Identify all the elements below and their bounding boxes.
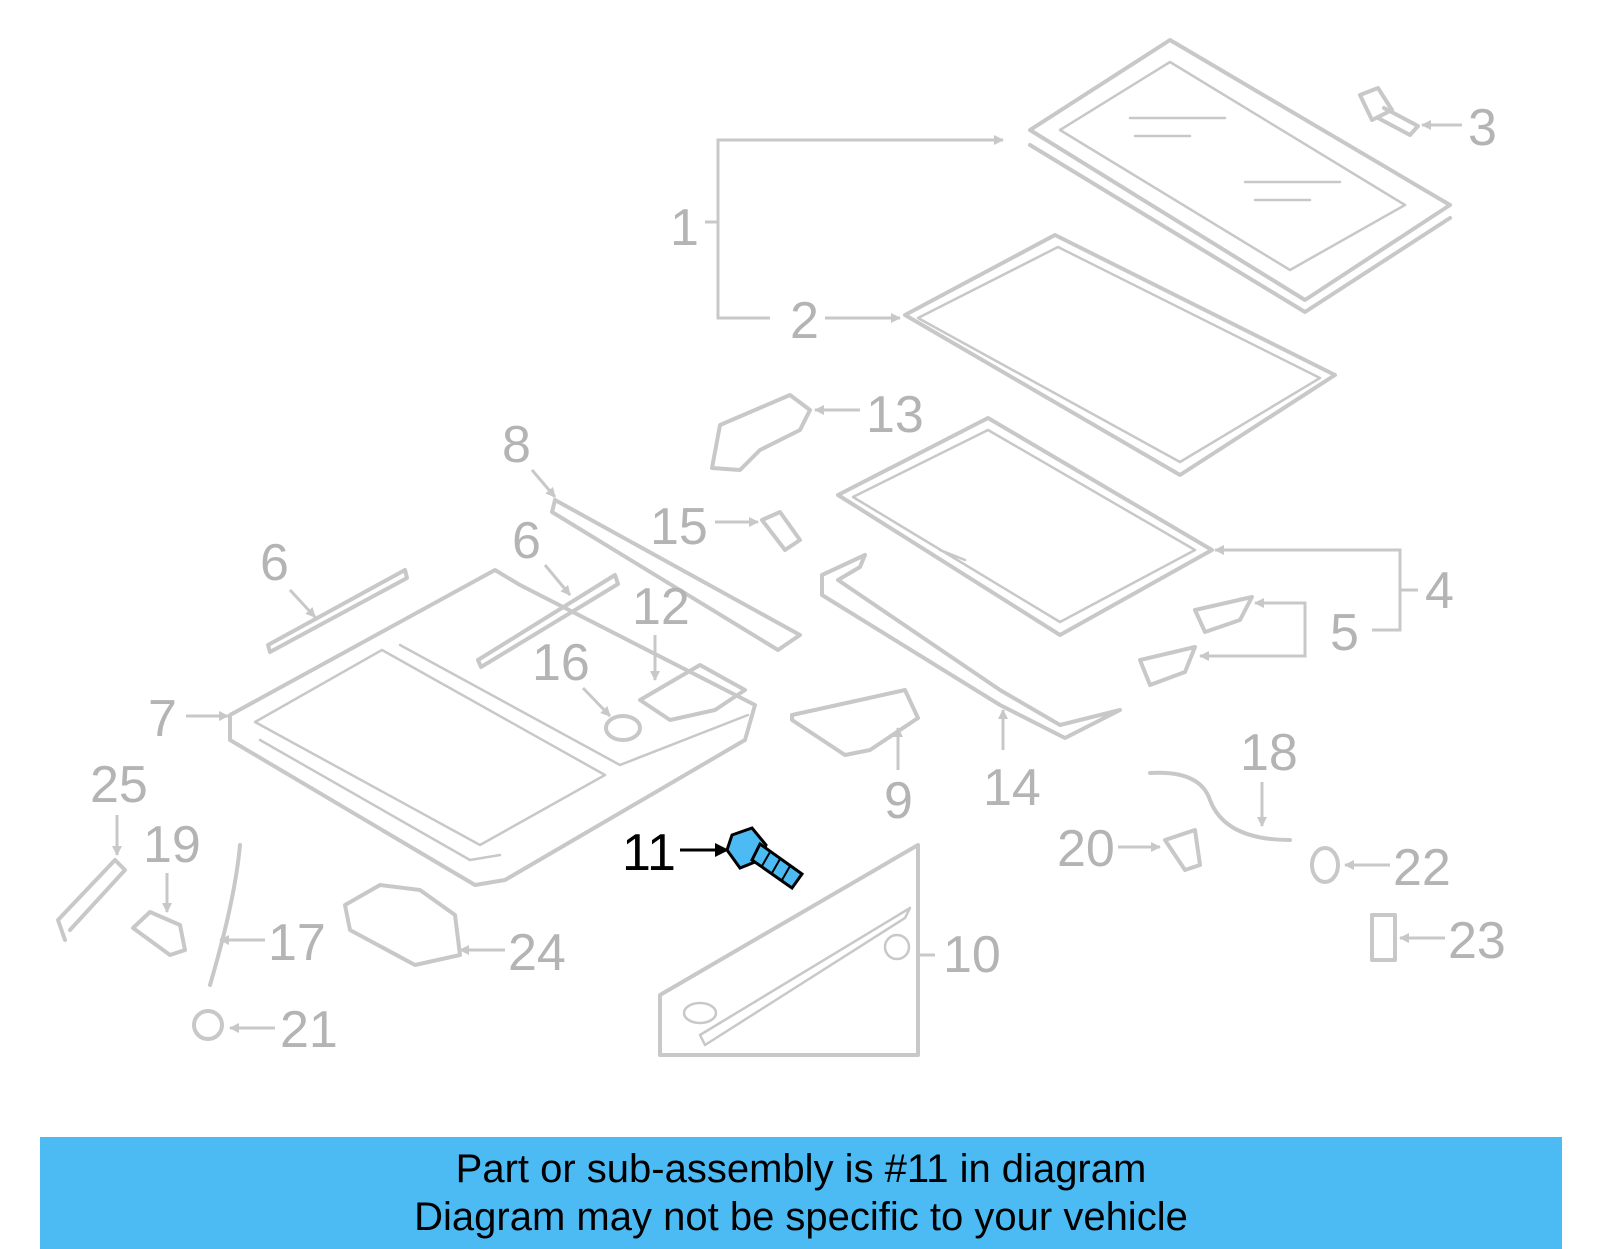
callout-8[interactable]: 8 bbox=[502, 416, 531, 474]
callout-19[interactable]: 19 bbox=[143, 816, 201, 874]
callout-23[interactable]: 23 bbox=[1448, 912, 1506, 970]
grommet-part-23 bbox=[1370, 913, 1397, 962]
glass-panel-part bbox=[1028, 38, 1452, 314]
rail-part-8 bbox=[550, 498, 802, 652]
strip-part-6a bbox=[266, 568, 409, 654]
callout-10[interactable]: 10 bbox=[943, 926, 1001, 984]
callout-16[interactable]: 16 bbox=[532, 634, 590, 692]
banner-line-2: Diagram may not be specific to your vehi… bbox=[414, 1195, 1188, 1239]
parts-diagram: 1 2 3 4 5 6 6 7 8 9 10 11 12 13 14 15 16… bbox=[56, 38, 1506, 1059]
callout-24[interactable]: 24 bbox=[508, 924, 566, 982]
callout-11[interactable]: 11 bbox=[622, 824, 676, 882]
callout-15[interactable]: 15 bbox=[650, 498, 708, 556]
callout-4[interactable]: 4 bbox=[1425, 562, 1454, 620]
callout-25[interactable]: 25 bbox=[90, 756, 148, 814]
clip-part-22 bbox=[1310, 846, 1340, 884]
callout-5[interactable]: 5 bbox=[1330, 604, 1359, 662]
callout-18[interactable]: 18 bbox=[1240, 724, 1298, 782]
leader-lines bbox=[112, 120, 1462, 1033]
bracket-part-12 bbox=[638, 663, 747, 722]
seal-part bbox=[903, 233, 1337, 477]
clip-part-13 bbox=[710, 393, 812, 472]
banner-line-1: Part or sub-assembly is #11 in diagram bbox=[455, 1147, 1147, 1191]
callout-12[interactable]: 12 bbox=[632, 578, 690, 636]
frame-part-7 bbox=[228, 568, 757, 887]
hose-part-17 bbox=[208, 843, 242, 987]
callout-3[interactable]: 3 bbox=[1468, 99, 1497, 157]
plug-part-21 bbox=[192, 1009, 224, 1041]
callout-6a[interactable]: 6 bbox=[260, 534, 289, 592]
callout-13[interactable]: 13 bbox=[866, 386, 924, 444]
strip-part-6b bbox=[476, 573, 620, 669]
callout-17[interactable]: 17 bbox=[268, 914, 326, 972]
clip-part-20 bbox=[1163, 828, 1202, 872]
handle-part-5 bbox=[1138, 595, 1254, 687]
callout-2[interactable]: 2 bbox=[790, 292, 819, 350]
bracket-part-15 bbox=[760, 510, 802, 552]
callout-20[interactable]: 20 bbox=[1057, 820, 1115, 878]
callout-14[interactable]: 14 bbox=[983, 759, 1041, 817]
hose-part-18 bbox=[1148, 770, 1292, 842]
callout-9[interactable]: 9 bbox=[884, 772, 913, 830]
bolt-part-11-highlighted[interactable] bbox=[725, 826, 805, 891]
rail-part-14 bbox=[820, 553, 1122, 740]
cap-part-16 bbox=[604, 714, 642, 742]
callout-22[interactable]: 22 bbox=[1393, 839, 1451, 897]
callout-1[interactable]: 1 bbox=[670, 199, 699, 257]
callout-labels: 1 2 3 4 5 6 6 7 8 9 10 11 12 13 14 15 16… bbox=[90, 99, 1506, 1059]
info-banner: Part or sub-assembly is #11 in diagram D… bbox=[40, 1137, 1562, 1249]
kit-box-part-10 bbox=[658, 843, 920, 1057]
callout-6b[interactable]: 6 bbox=[512, 512, 541, 570]
callout-21[interactable]: 21 bbox=[280, 1001, 338, 1059]
bolt-part-3 bbox=[1358, 86, 1420, 137]
callout-7[interactable]: 7 bbox=[148, 690, 177, 748]
hose-part-25 bbox=[56, 858, 127, 942]
sunshade-part bbox=[836, 416, 1214, 637]
motor-part-24 bbox=[343, 883, 462, 967]
bracket-part-19 bbox=[131, 910, 187, 957]
